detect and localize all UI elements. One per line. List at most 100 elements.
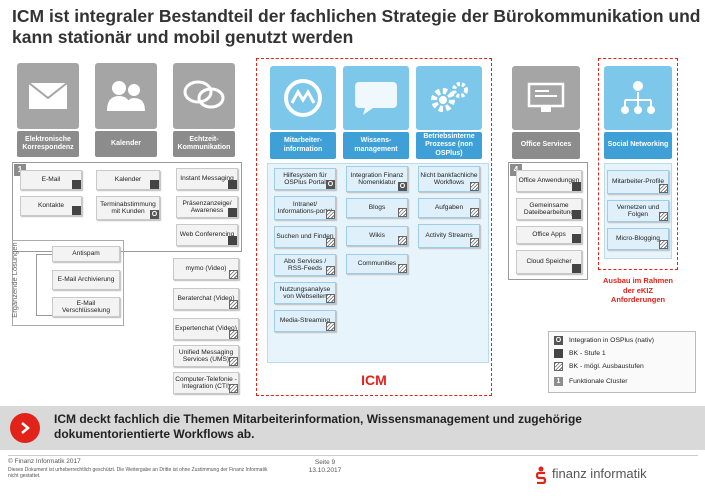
item-media-streaming[interactable]: Media-Streaming	[274, 310, 336, 332]
social-frame	[598, 58, 678, 270]
item-praesenz[interactable]: Präsenzanzeige/ Awareness	[176, 196, 238, 218]
summary-banner	[0, 406, 705, 450]
people-icon	[95, 63, 157, 129]
header-korrespondenz: Elektronische Korrespondenz	[17, 131, 79, 157]
item-activity-streams[interactable]: Activity Streams	[418, 224, 480, 248]
item-nutzungsanalyse[interactable]: Nutzungsanalyse von Webseiten	[274, 282, 336, 304]
item-antispam[interactable]: Antispam	[52, 246, 120, 262]
bk1-marker	[572, 210, 581, 219]
bk2-marker	[398, 208, 407, 217]
item-communities[interactable]: Communities	[346, 254, 408, 274]
item-instant-messaging[interactable]: Instant Messaging	[176, 168, 238, 190]
item-ums[interactable]: Unified Messaging Services (UMS)	[173, 345, 239, 367]
item-abo-services[interactable]: Abo Services / RSS-Feeds	[274, 254, 336, 276]
bk1-marker	[228, 180, 237, 189]
bk2-marker	[470, 238, 479, 247]
bk2-marker	[326, 210, 335, 219]
item-beraterchat[interactable]: Beraterchat (Video)	[173, 288, 239, 310]
footer-copyright: © Finanz Informatik 2017	[8, 458, 81, 465]
item-email[interactable]: E-Mail	[20, 170, 82, 190]
bracket	[36, 254, 52, 316]
header-social: Social Networking	[604, 132, 672, 159]
item-mymo[interactable]: mymo (Video)	[173, 258, 239, 280]
item-email-verschluesselung[interactable]: E-Mail Verschlüsselung	[52, 297, 120, 317]
bk2-marker	[229, 300, 238, 309]
header-mitarbeiter: Mitarbeiter-information	[270, 132, 336, 159]
bk2-marker	[554, 362, 563, 371]
bk1-marker	[572, 182, 581, 191]
bk2-marker	[229, 270, 238, 279]
arrow-right-icon	[10, 413, 40, 443]
legend-box	[548, 331, 696, 393]
item-blogs[interactable]: Blogs	[346, 198, 408, 218]
bk2-marker	[326, 266, 335, 275]
item-kontakte[interactable]: Kontakte	[20, 196, 82, 216]
item-cti[interactable]: Computer-Telefonie -Integration (CTI)	[173, 372, 239, 394]
header-office: Office Services	[512, 132, 580, 159]
footer-small: Dieses Dokument ist urheberrechtlich ges…	[8, 467, 268, 479]
item-kalender[interactable]: Kalender	[96, 170, 160, 190]
bk2-marker	[659, 212, 668, 221]
cluster-marker: 1	[554, 377, 563, 386]
legend-bk1: BK - Stufe 1	[554, 349, 606, 358]
bk2-marker	[398, 264, 407, 273]
bk1-marker	[150, 180, 159, 189]
item-micro-blogging[interactable]: Micro-Blogging	[607, 228, 669, 250]
item-cloud-speicher[interactable]: Cloud Speicher	[516, 250, 582, 274]
header-prozesse: Betriebsinterne Prozesse (non OSPlus)	[416, 132, 482, 159]
mail-icon	[17, 63, 79, 129]
item-web-conferencing[interactable]: Web Conferencing	[176, 224, 238, 246]
bk2-marker	[398, 236, 407, 245]
group-1-frame	[12, 162, 242, 252]
icm-label: ICM	[361, 372, 387, 388]
header-kalender: Kalender	[95, 131, 157, 157]
osplus-marker: O	[326, 180, 335, 189]
osplus-marker: O	[398, 182, 407, 191]
icm-frame	[256, 58, 492, 396]
monitor-icon	[512, 66, 580, 130]
network-icon	[604, 66, 672, 130]
item-expertenchat[interactable]: Expertenchat (Video)	[173, 318, 239, 340]
company-logo-text: finanz informatik	[552, 466, 647, 481]
bk2-marker	[659, 184, 668, 193]
item-vernetzen[interactable]: Vernetzen und Folgen	[607, 200, 669, 222]
osplus-marker: O	[554, 336, 563, 345]
page-title: ICM ist integraler Bestandteil der fachl…	[12, 6, 701, 47]
group-4-frame	[508, 162, 588, 280]
bk2-marker	[470, 208, 479, 217]
item-mitarbeiter-profile[interactable]: Mitarbeiter-Profile	[607, 170, 669, 194]
sparkasse-logo-icon	[534, 466, 548, 485]
bk1-marker	[572, 234, 581, 243]
bk1-marker	[228, 236, 237, 245]
speech-bubble-icon	[343, 66, 409, 130]
item-aufgaben[interactable]: Aufgaben	[418, 198, 480, 218]
bk1-marker	[72, 206, 81, 215]
item-workflows[interactable]: Nicht bankfachliche Workflows	[418, 166, 480, 192]
osplus-marker: O	[150, 210, 159, 219]
bk2-marker	[659, 240, 668, 249]
bk2-marker	[326, 238, 335, 247]
item-office-anwendungen[interactable]: Office Anwendungen	[516, 170, 582, 192]
item-dateibearbeitung[interactable]: Gemeinsame Dateibearbeitung	[516, 198, 582, 220]
item-email-archivierung[interactable]: E-Mail Archivierung	[52, 270, 120, 290]
ergaenzend-label: Ergänzende Lösungen	[10, 242, 19, 318]
item-intranet[interactable]: Intranet/ Informations-portal	[274, 196, 336, 220]
legend-bk2: BK - mögl. Ausbaustufen	[554, 362, 644, 371]
bk1-marker	[572, 264, 581, 273]
item-office-apps[interactable]: Office Apps	[516, 226, 582, 244]
bk2-marker	[470, 182, 479, 191]
item-suchen[interactable]: Suchen und Finden	[274, 226, 336, 248]
banner-text: ICM deckt fachlich die Themen Mitarbeite…	[54, 412, 582, 441]
header-echtzeit: Echtzeit-Kommunikation	[173, 131, 235, 157]
bk2-marker	[326, 294, 335, 303]
bk2-marker	[229, 330, 238, 339]
item-wikis[interactable]: Wikis	[346, 226, 408, 246]
bk2-marker	[326, 322, 335, 331]
icm-logo-icon	[270, 66, 336, 130]
